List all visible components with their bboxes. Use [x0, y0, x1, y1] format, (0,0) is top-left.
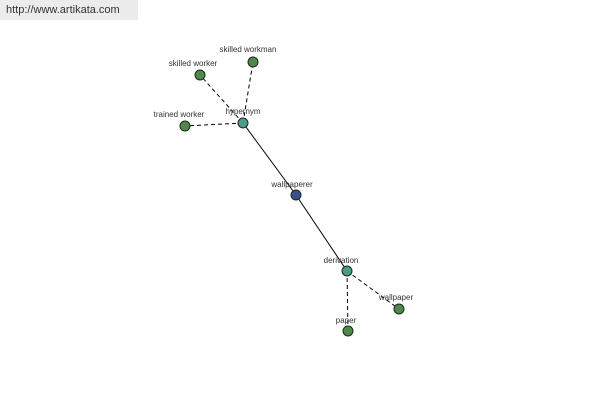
node-marker[interactable] [341, 265, 353, 277]
node-label: hypernym [225, 107, 260, 116]
node-label: skilled worker [169, 59, 218, 68]
node-marker[interactable] [342, 325, 354, 337]
node-derivation[interactable]: derivation [324, 256, 359, 277]
url-banner: http://www.artikata.com [0, 0, 138, 20]
node-label: skilled workman [220, 45, 277, 54]
node-label: paper [336, 316, 357, 325]
node-paper[interactable]: paper [336, 316, 357, 337]
node-marker[interactable] [290, 189, 302, 201]
node-label: derivation [324, 256, 359, 265]
node-marker[interactable] [179, 120, 191, 132]
node-marker[interactable] [247, 56, 259, 68]
edge-hypernym-to-skilled-workman [242, 61, 254, 124]
node-hypernym[interactable]: hypernym [225, 107, 261, 129]
node-skilled-worker[interactable]: skilled worker [169, 59, 218, 81]
node-marker[interactable] [194, 69, 206, 81]
node-trained-worker[interactable]: trained worker [154, 110, 205, 132]
site-url-link[interactable]: http://www.artikata.com [6, 4, 120, 16]
node-label: wallpaper [378, 293, 414, 302]
node-marker[interactable] [237, 117, 249, 129]
edge-hypernym-to-trained-worker [184, 122, 244, 127]
edge-wallpaperer-to-hypernym [242, 122, 297, 196]
edge-derivation-to-paper [346, 270, 349, 332]
node-wallpaper[interactable]: wallpaper [378, 293, 414, 315]
node-label: trained worker [154, 110, 205, 119]
node-marker[interactable] [393, 303, 405, 315]
edge-derivation-to-wallpaper [346, 270, 400, 310]
node-wallpaperer[interactable]: wallpaperer [270, 180, 313, 201]
edge-hypernym-to-skilled-worker [199, 74, 244, 124]
node-skilled-workman[interactable]: skilled workman [220, 45, 277, 68]
edge-wallpaperer-to-derivation [295, 194, 348, 272]
edges-layer [184, 61, 400, 332]
node-label: wallpaperer [270, 180, 313, 189]
